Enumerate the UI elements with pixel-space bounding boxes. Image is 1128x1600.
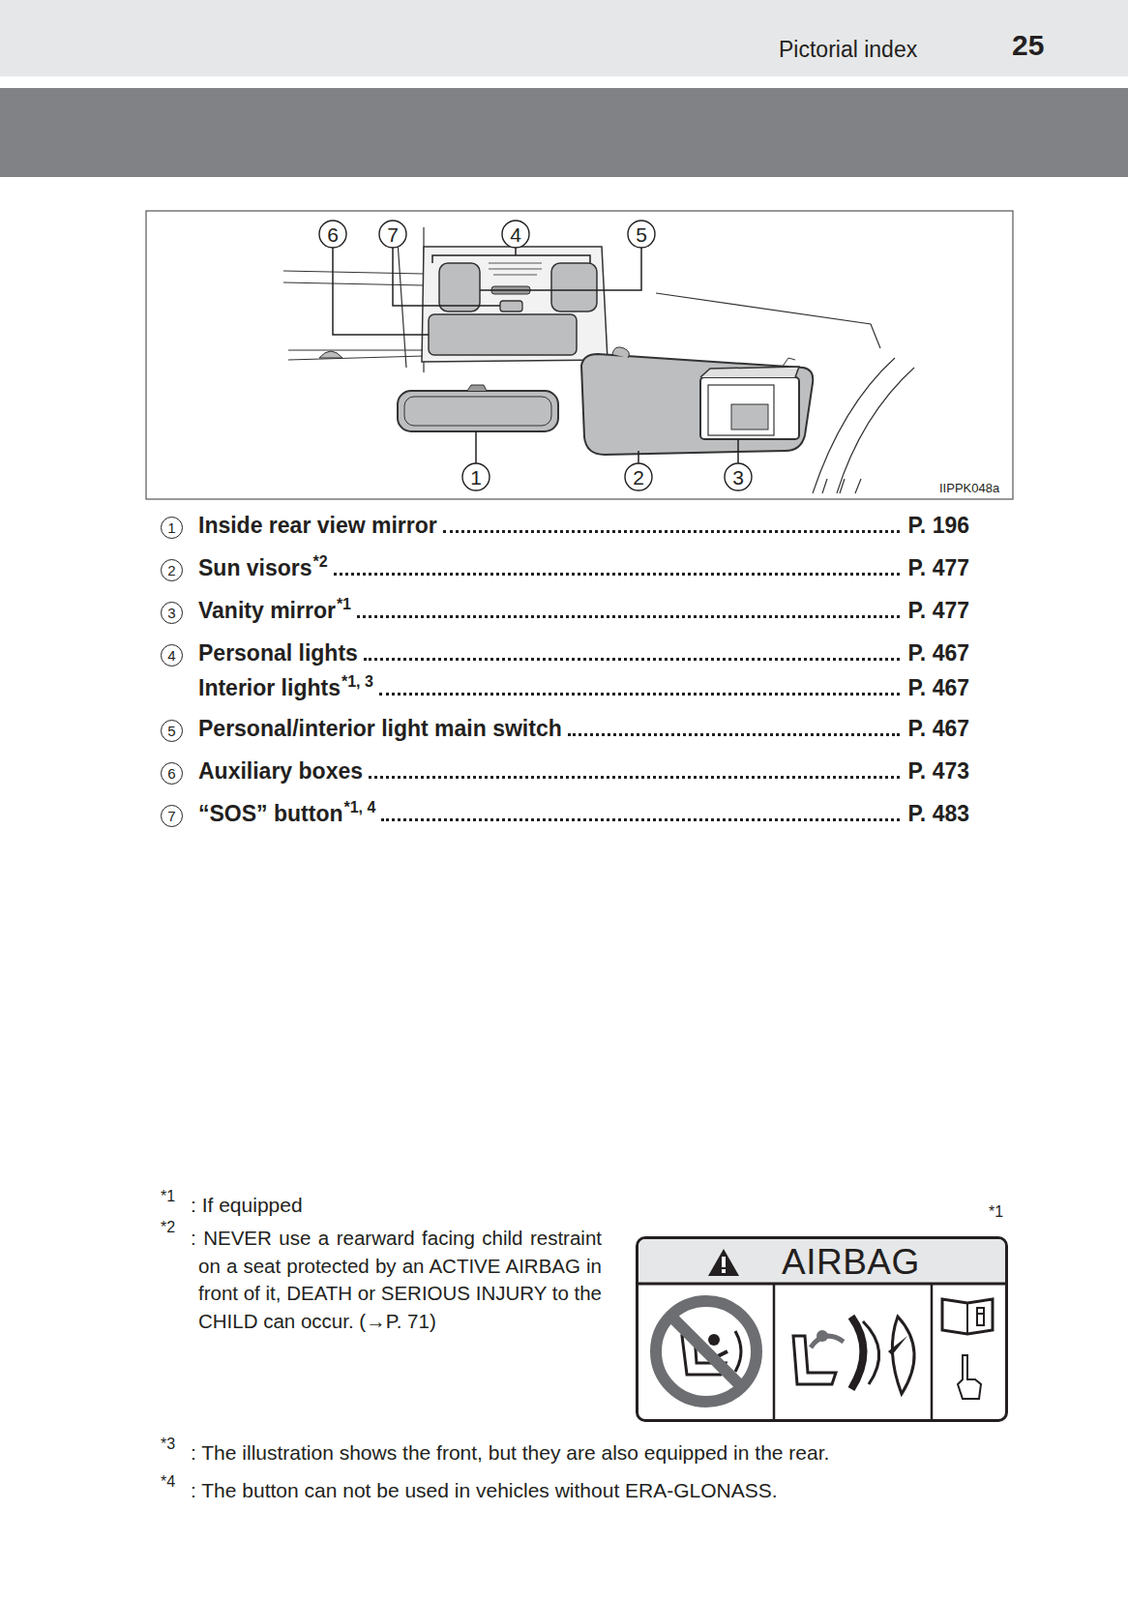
callout-number: 1: [470, 467, 482, 488]
callout-number: 5: [635, 224, 648, 245]
section-band: [0, 88, 1128, 178]
page-reference: P. 196: [907, 512, 970, 539]
footnote-text: : The illustration shows the front, but …: [190, 1441, 830, 1465]
dot-leader: [356, 615, 900, 619]
dot-leader: [381, 818, 900, 822]
footnote-mark: *1: [336, 595, 352, 614]
header-band: [0, 0, 1128, 77]
callout-number: 6: [326, 224, 339, 245]
item-name: Inside rear view mirror: [198, 512, 438, 539]
header-rule: [0, 76, 1128, 89]
item-name: Sun visors: [198, 555, 313, 582]
footnote-mark: *1: [160, 1187, 176, 1206]
dot-leader: [363, 657, 901, 661]
page-reference: P. 477: [907, 597, 970, 624]
footnote-text: : The button can not be used in vehicles…: [190, 1479, 778, 1503]
callout-number: 3: [732, 467, 744, 488]
page-reference: P. 483: [907, 801, 970, 828]
footnote-text: : NEVER use a rearward facing child rest…: [190, 1224, 602, 1336]
index-row: 4 Personal lights P. 467: [160, 640, 970, 667]
index-row: 2 Sun visors*2 P. 477: [160, 555, 970, 582]
item-name: Personal lights: [198, 640, 358, 667]
footnote-mark: *3: [160, 1435, 176, 1454]
dot-leader: [368, 775, 900, 779]
page-reference: P. 467: [907, 715, 970, 743]
item-number: 5: [160, 719, 183, 743]
footnote-mark: *2: [160, 1218, 176, 1237]
page-number: 25: [1011, 29, 1044, 62]
page-reference: P. 473: [907, 758, 970, 785]
page-reference: P. 467: [907, 675, 970, 702]
footnote-mark: *1: [988, 1203, 1004, 1221]
index-row: 6 Auxiliary boxes P. 473: [160, 758, 970, 785]
index-row: Interior lights*1, 3 P. 467: [160, 673, 970, 702]
item-number: 3: [160, 601, 183, 624]
index-row: 5 Personal/interior light main switch P. 4…: [160, 715, 970, 743]
item-number: 7: [160, 804, 183, 828]
item-number: 2: [160, 559, 183, 582]
dot-leader: [443, 530, 901, 534]
item-name: Auxiliary boxes: [198, 758, 363, 785]
figure-code: IIPPK048a: [939, 480, 1000, 496]
callout-number: 4: [509, 224, 522, 245]
footnote-mark: *2: [313, 553, 328, 571]
index-row: 1 Inside rear view mirror P. 196: [160, 512, 970, 539]
label-heading: AIRBAG: [781, 1244, 921, 1280]
index-row: 3 Vanity mirror*1 P. 477: [160, 597, 970, 624]
dot-leader: [567, 733, 901, 737]
item-number: 4: [160, 644, 183, 667]
running-title: Pictorial index: [778, 36, 918, 63]
page-reference: P. 467: [907, 640, 970, 667]
footnote-text: : If equipped: [190, 1193, 303, 1218]
item-name: “SOS” button: [198, 801, 343, 828]
footnote-mark: *1, 3: [341, 673, 374, 691]
footnote-mark: *1, 4: [343, 799, 376, 817]
footnote-mark: *4: [160, 1473, 176, 1491]
item-name: Interior lights: [198, 675, 341, 702]
dot-leader: [379, 692, 901, 696]
item-number: 6: [160, 762, 183, 785]
callout-number: 2: [632, 467, 645, 488]
item-name: Vanity mirror: [198, 597, 336, 624]
page-reference: P. 477: [907, 555, 970, 582]
dot-leader: [333, 572, 901, 576]
item-name: Personal/interior light main switch: [198, 715, 563, 743]
index-row: 7 “SOS” button*1, 4 P. 483: [160, 801, 970, 828]
item-number: 1: [160, 516, 183, 539]
warning-label: AIRBAG: [635, 1236, 1009, 1423]
callout-number: 7: [386, 224, 399, 245]
